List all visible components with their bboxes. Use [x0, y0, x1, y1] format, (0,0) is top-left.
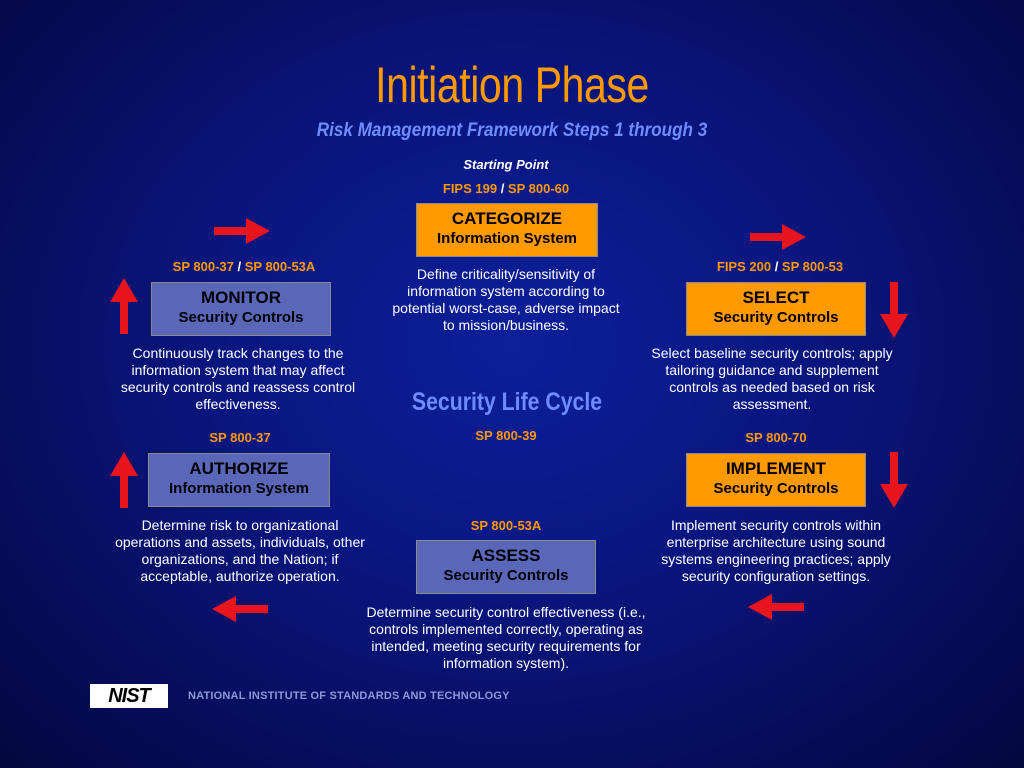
select-ref-sp: SP 800-53 [781, 259, 844, 274]
select-ref-fips: FIPS 200 [716, 259, 772, 274]
assess-title: ASSESS [471, 546, 541, 565]
monitor-ref-sp-37: SP 800-37 [172, 259, 234, 274]
nist-logo: NIST [90, 684, 168, 708]
categorize-description: Define criticality/sensitivity of inform… [392, 266, 620, 333]
security-life-cycle-label: Security Life Cycle [411, 388, 603, 416]
select-subtitle: Security Controls [713, 309, 839, 326]
authorize-description: Determine risk to organizational operati… [115, 517, 365, 584]
implement-subtitle: Security Controls [713, 480, 839, 497]
categorize-title: CATEGORIZE [451, 209, 563, 228]
authorize-subtitle: Information System [168, 480, 310, 497]
arrow-up-authorize-icon [110, 452, 138, 508]
authorize-box: AUTHORIZE Information System [148, 453, 330, 507]
monitor-subtitle: Security Controls [178, 309, 304, 326]
assess-subtitle: Security Controls [443, 567, 569, 584]
arrow-right-top-left-icon [214, 218, 270, 244]
monitor-box: MONITOR Security Controls [151, 282, 331, 336]
arrow-up-monitor-icon [110, 278, 138, 334]
monitor-description: Continuously track changes to the inform… [120, 345, 356, 412]
authorize-reference: SP 800-37 [209, 430, 271, 445]
arrow-down-select-icon [880, 282, 908, 338]
footer-organization: NATIONAL INSTITUTE OF STANDARDS AND TECH… [188, 690, 510, 702]
page-title: Initiation Phase [375, 57, 649, 113]
arrow-down-implement-icon [880, 452, 908, 508]
implement-box: IMPLEMENT Security Controls [686, 453, 866, 507]
arrow-right-top-right-icon [750, 224, 806, 250]
authorize-title: AUTHORIZE [189, 459, 289, 478]
categorize-box: CATEGORIZE Information System [416, 203, 598, 257]
assess-box: ASSESS Security Controls [416, 540, 596, 594]
categorize-ref-sp: SP 800-60 [507, 181, 570, 196]
starting-point-label: Starting Point [463, 157, 549, 172]
implement-reference: SP 800-70 [745, 430, 807, 445]
page-subtitle: Risk Management Framework Steps 1 throug… [316, 120, 708, 141]
implement-title: IMPLEMENT [725, 459, 827, 478]
categorize-subtitle: Information System [436, 230, 578, 247]
monitor-title: MONITOR [201, 288, 281, 307]
arrow-left-bottom-left-icon [212, 596, 268, 622]
select-title: SELECT [742, 288, 810, 307]
assess-reference: SP 800-53A [470, 518, 542, 533]
center-reference: SP 800-39 [475, 428, 537, 443]
monitor-ref-sp-53a: SP 800-53A [244, 259, 316, 274]
select-box: SELECT Security Controls [686, 282, 866, 336]
assess-description: Determine security control effectiveness… [366, 604, 646, 671]
categorize-reference: FIPS 199 / SP 800-60 [442, 181, 570, 196]
nist-logo-text: NIST [108, 684, 151, 707]
categorize-ref-fips: FIPS 199 [442, 181, 498, 196]
monitor-reference: SP 800-37 / SP 800-53A [172, 259, 316, 274]
implement-description: Implement security controls within enter… [661, 517, 891, 584]
select-description: Select baseline security controls; apply… [651, 345, 893, 412]
select-reference: FIPS 200 / SP 800-53 [716, 259, 844, 274]
arrow-left-bottom-right-icon [748, 594, 804, 620]
